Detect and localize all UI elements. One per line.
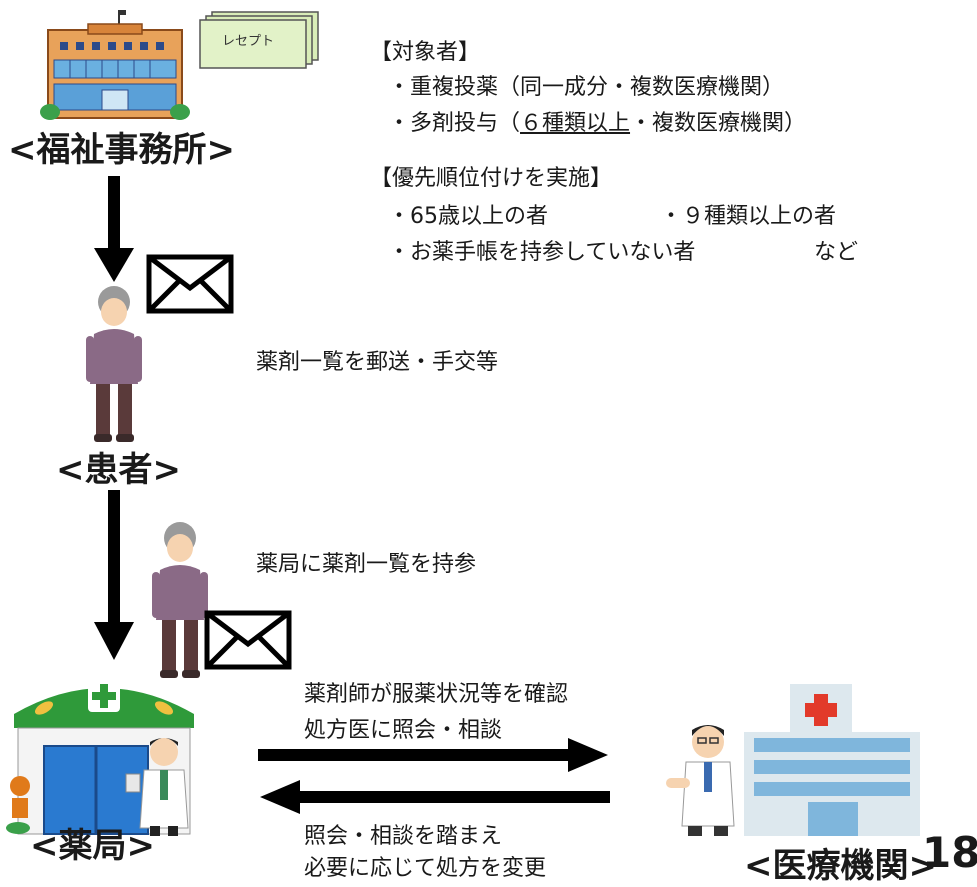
target-item-polypharmacy-suffix: ・複数医療機関）: [630, 111, 807, 136]
arrow-down-patient-to-pharmacy: [94, 490, 134, 660]
hospital-label: <医療機関>: [744, 846, 937, 886]
hospital-illustration: [666, 684, 920, 836]
pharmacy-illustration: [6, 680, 194, 836]
step-bring-list: 薬局に薬剤一覧を持参: [256, 552, 477, 577]
step-mail-list: 薬剤一覧を郵送・手交等: [256, 350, 499, 375]
target-item-polypharmacy-prefix: ・多剤投与（: [388, 111, 521, 136]
target-item-polypharmacy: ・多剤投与（６種類以上・複数医療機関）: [388, 105, 806, 137]
step-change-prescription: 必要に応じて処方を変更: [304, 856, 547, 881]
envelope-icon: [204, 610, 292, 670]
priority-item-age: ・65歳以上の者: [388, 204, 548, 229]
priority-header: 【優先順位付けを実施】: [370, 166, 613, 191]
patient-label: <患者>: [56, 450, 181, 490]
receipt-stack-icon: [199, 11, 319, 69]
priority-item-no-notebook: ・お薬手帳を持参していない者: [388, 240, 696, 265]
page-number: 18: [922, 828, 977, 877]
target-item-polypharmacy-threshold: ６種類以上: [520, 111, 631, 136]
targets-header: 【対象者】: [370, 40, 481, 65]
welfare-office-illustration: [40, 10, 190, 120]
arrow-right-pharmacy-to-hospital: [258, 738, 608, 772]
patient-bringing-list-illustration: [152, 522, 208, 678]
priority-item-drug-count: ・９種類以上の者: [660, 204, 837, 229]
step-response: 照会・相談を踏まえ: [304, 824, 503, 849]
arrow-left-hospital-to-pharmacy: [260, 780, 610, 814]
step-pharmacist-check: 薬剤師が服薬状況等を確認: [304, 682, 569, 707]
step-consult-prescriber: 処方医に照会・相談: [304, 718, 503, 743]
welfare-office-label: <福祉事務所>: [8, 130, 235, 170]
arrow-down-welfare-to-patient: [94, 176, 134, 282]
patient-illustration: [86, 286, 142, 442]
envelope-icon: [146, 254, 234, 314]
receipt-label: レセプト: [222, 34, 275, 49]
pharmacy-label: <薬局>: [30, 826, 155, 866]
priority-item-etc: など: [814, 240, 859, 265]
target-item-duplicate: ・重複投薬（同一成分・複数医療機関）: [388, 75, 785, 100]
